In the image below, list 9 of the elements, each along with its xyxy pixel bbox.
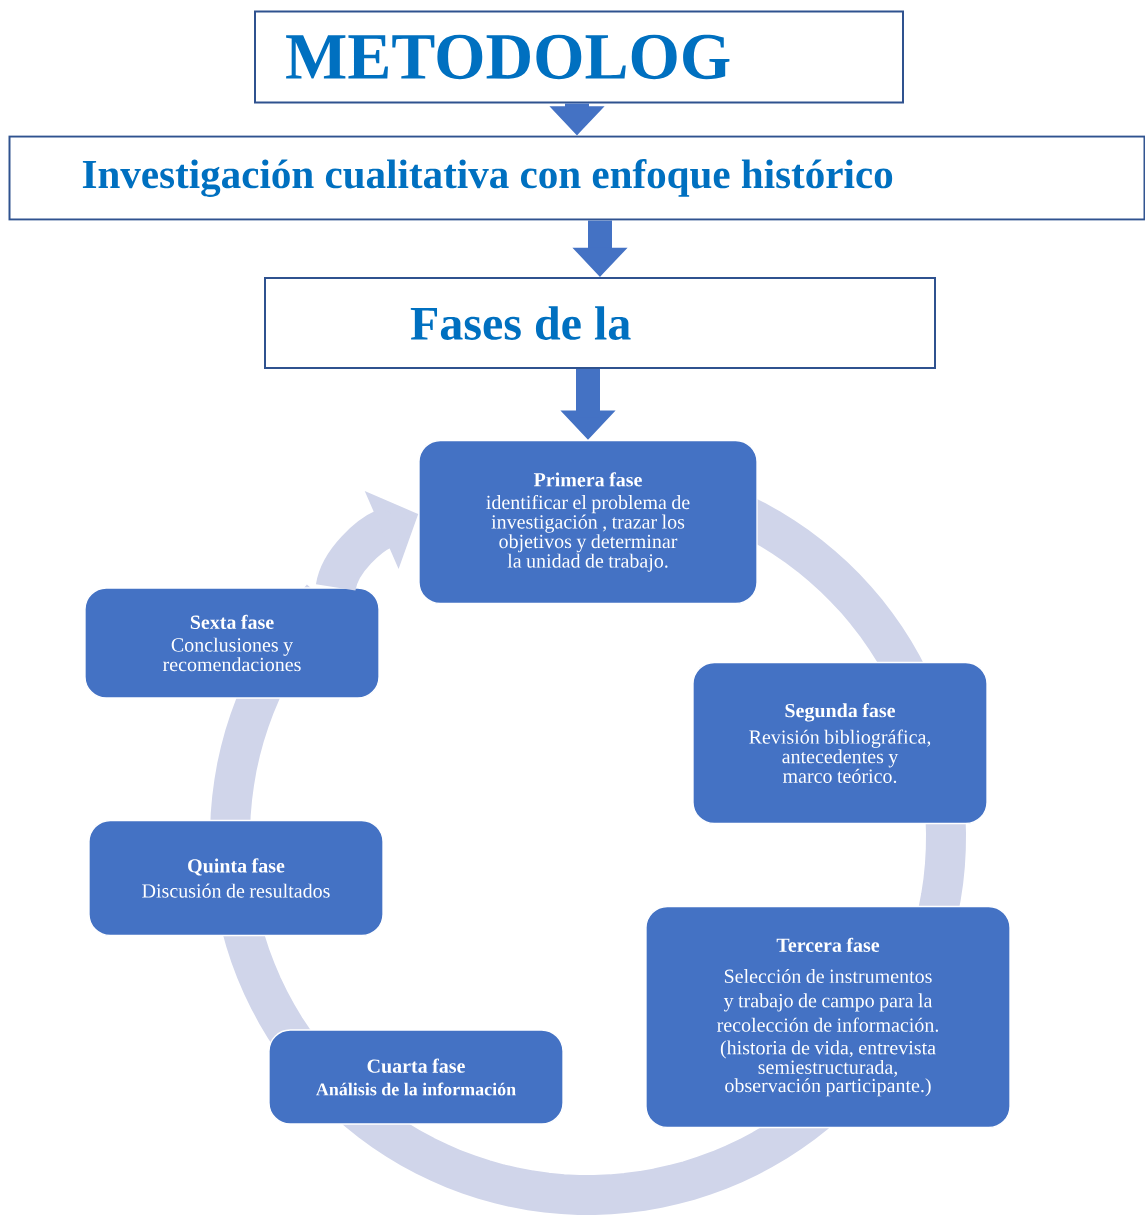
phase-box: Sexta fase Conclusiones y recomendaciones xyxy=(84,587,380,699)
phase-box: Cuarta fase Análisis de la información xyxy=(268,1029,564,1125)
phase-box: Tercera fase Selección de instrumentos y trabajo de campo para la recolección de información. (historia de vida, entrevista semiestructurada, observación participante.) xyxy=(645,905,1011,1129)
phase-box: Quinta fase Discusión de resultados xyxy=(88,819,384,937)
title-box: Fases de la xyxy=(264,277,936,369)
title-box: METODOLOG xyxy=(254,10,904,104)
phase-box: Segunda fase Revisión bibliográfica, antecedentes y marco teórico. xyxy=(692,661,988,825)
title-box: Investigación cualitativa con enfoque histórico xyxy=(8,135,1145,221)
phase-box: Primera fase identificar el problema de investigación , trazar los objetivos y determinar la unidad de trabajo. xyxy=(418,439,758,605)
